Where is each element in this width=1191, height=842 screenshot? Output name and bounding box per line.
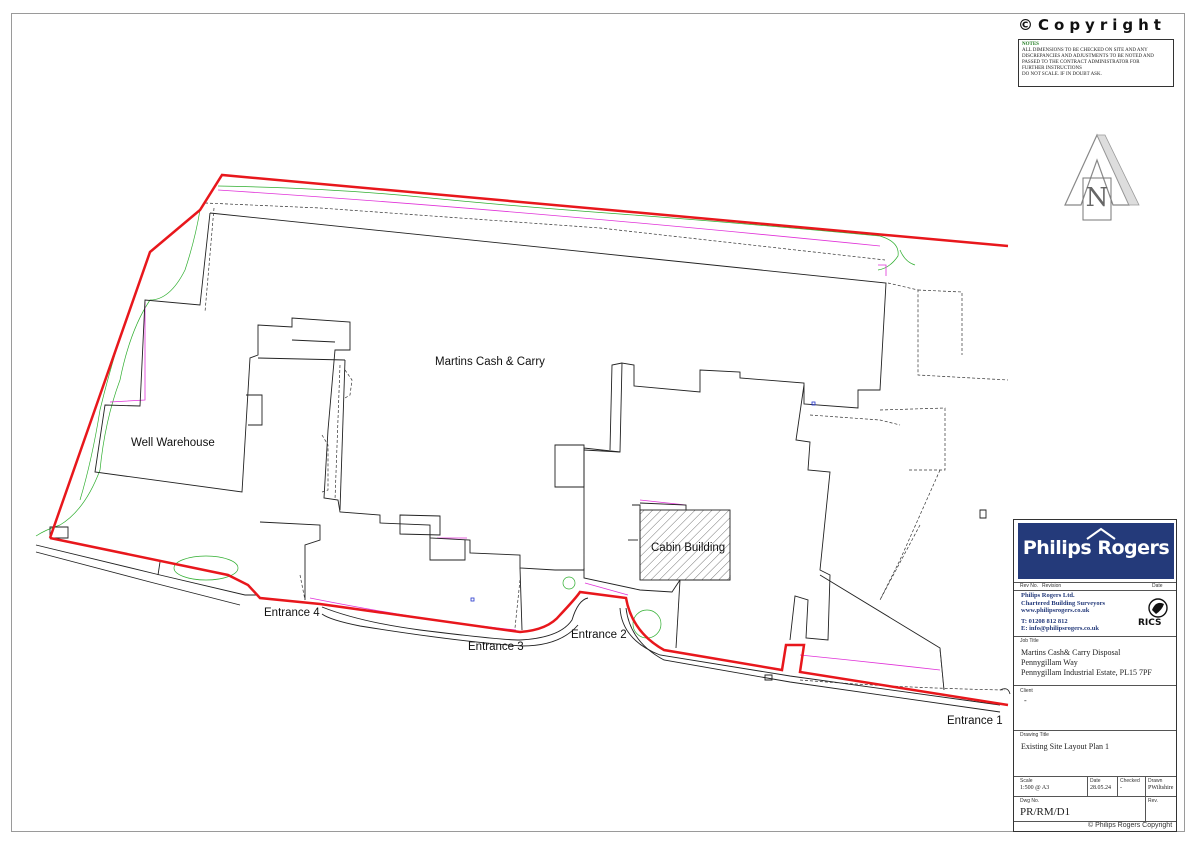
- checked-value: -: [1120, 785, 1122, 791]
- label-well-warehouse: Well Warehouse: [131, 437, 215, 449]
- rev-no-label: Rev No.: [1020, 583, 1039, 589]
- job-title: Martins Cash& Carry Disposal Pennygillam…: [1021, 648, 1152, 678]
- drawing-title: Existing Site Layout Plan 1: [1021, 742, 1109, 751]
- label-entrance-3: Entrance 3: [468, 641, 524, 653]
- building-outlines: [35, 212, 1011, 713]
- checked-label: Checked: [1120, 778, 1140, 784]
- company-logo: Philips Rogers: [1018, 523, 1174, 579]
- scale-label: Scale: [1020, 778, 1033, 784]
- label-entrance-2: Entrance 2: [571, 629, 627, 641]
- logo-text: Philips Rogers: [1022, 537, 1170, 559]
- north-arrow-letter: N: [1086, 183, 1109, 213]
- date-label-2: Date: [1090, 778, 1101, 784]
- survey-markers: [470, 401, 816, 602]
- company-email: E: info@philipsrogers.co.uk: [1021, 625, 1099, 632]
- client-value: -: [1024, 696, 1027, 705]
- footer-copyright: © Philips Rogers Copyright: [1088, 822, 1173, 829]
- site-boundary-south: [49, 536, 1009, 707]
- drawn-value: PWiltshire: [1148, 785, 1174, 791]
- date-label: Date: [1152, 583, 1163, 589]
- notes-line: FURTHER INSTRUCTIONS: [1022, 66, 1082, 71]
- label-martins: Martins Cash & Carry: [435, 356, 545, 368]
- job-title-label: Job Title: [1020, 638, 1039, 644]
- rics-lion-icon: [1148, 598, 1168, 618]
- job-title-line: Martins Cash& Carry Disposal: [1021, 648, 1121, 657]
- company-tel: T: 01208 812 812: [1021, 617, 1068, 625]
- notes-box: NOTES ALL DIMENSIONS TO BE CHECKED ON SI…: [1018, 39, 1174, 87]
- drawn-label: Drawn: [1148, 778, 1163, 784]
- roof-icon: [1086, 527, 1116, 540]
- copyright-title: ©Copyright: [1018, 16, 1166, 34]
- dwg-no-value: PR/RM/D1: [1020, 806, 1071, 818]
- job-title-line: Pennygillam Way: [1021, 658, 1078, 667]
- title-block: Philips Rogers Rev No. Revision Date Phi…: [1013, 519, 1177, 832]
- north-arrow-icon: N: [1064, 133, 1140, 221]
- notes-line: PASSED TO THE CONTRACT ADMINISTRATOR FOR: [1022, 60, 1140, 65]
- label-entrance-1: Entrance 1: [947, 715, 1003, 727]
- notes-line: DISCREPANCIES AND ADJUSTMENTS TO BE NOTE…: [1022, 54, 1154, 59]
- magenta-lines: [109, 189, 941, 671]
- company-info: Philips Rogers Ltd. Chartered Building S…: [1021, 592, 1105, 633]
- scale-value: 1:500 @ A3: [1020, 785, 1050, 791]
- label-entrance-4: Entrance 4: [264, 607, 320, 619]
- dwg-no-label: Dwg No.: [1020, 798, 1040, 804]
- notes-title: NOTES: [1022, 42, 1039, 47]
- company-website: www.philipsrogers.co.uk: [1021, 607, 1090, 614]
- cabin-building-shape: [639, 509, 731, 581]
- drawing-title-label: Drawing Title: [1020, 732, 1049, 738]
- company-name: Philips Rogers Ltd.: [1021, 592, 1075, 599]
- label-cabin-building: Cabin Building: [651, 542, 726, 554]
- job-title-line: Pennygillam Industrial Estate, PL15 7PF: [1021, 668, 1152, 677]
- vegetation-lines: [35, 185, 916, 639]
- client-label: Client: [1020, 688, 1033, 694]
- rics-text: RICS: [1138, 618, 1162, 628]
- company-subtitle: Chartered Building Surveyors: [1021, 599, 1106, 607]
- date-value: 28.05.24: [1090, 785, 1111, 791]
- site-boundary-north: [48, 173, 1009, 539]
- drawing-sheet-border: [11, 13, 1185, 832]
- revision-label: Revision: [1042, 583, 1062, 589]
- notes-line: ALL DIMENSIONS TO BE CHECKED ON SITE AND…: [1022, 48, 1148, 53]
- dashed-lines: [204, 202, 1009, 691]
- rev-label: Rev.: [1148, 798, 1158, 804]
- notes-line: DO NOT SCALE. IF IN DOUBT ASK.: [1022, 72, 1102, 77]
